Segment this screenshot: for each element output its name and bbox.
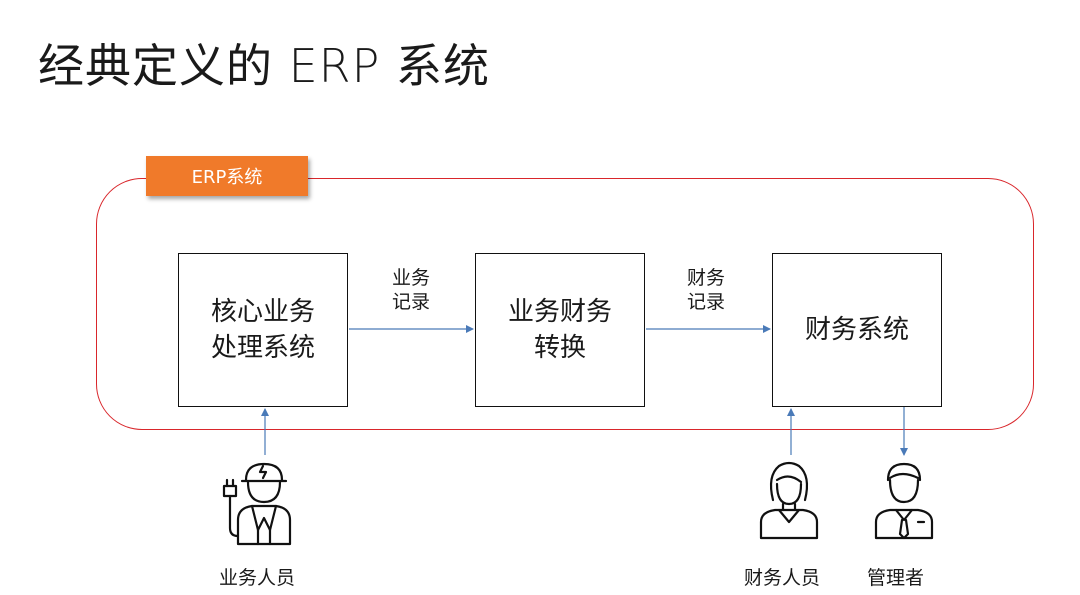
business-staff-label: 业务人员 bbox=[219, 567, 296, 589]
finance-staff-label: 财务人员 bbox=[744, 567, 821, 589]
finance-record-label: 财务 记录 bbox=[686, 267, 725, 313]
erp-system-boundary bbox=[96, 178, 1034, 430]
business-record-label: 业务 记录 bbox=[391, 267, 430, 313]
business-finance-conversion-box: 业务财务 转换 bbox=[475, 253, 645, 407]
core-business-system-box: 核心业务 处理系统 bbox=[178, 253, 348, 407]
manager-label: 管理者 bbox=[867, 567, 925, 589]
page-title: 经典定义的 ERP 系统 bbox=[38, 39, 491, 93]
business-finance-conversion-label: 业务财务 转换 bbox=[507, 297, 612, 363]
finance-system-box: 财务系统 bbox=[772, 253, 942, 407]
finance-system-label: 财务系统 bbox=[804, 315, 909, 345]
male-user-icon bbox=[874, 462, 934, 540]
female-user-icon bbox=[759, 461, 819, 540]
erp-system-tag: ERP系统 bbox=[146, 156, 308, 196]
worker-icon bbox=[222, 462, 292, 546]
core-business-system-label: 核心业务 处理系统 bbox=[210, 297, 315, 363]
